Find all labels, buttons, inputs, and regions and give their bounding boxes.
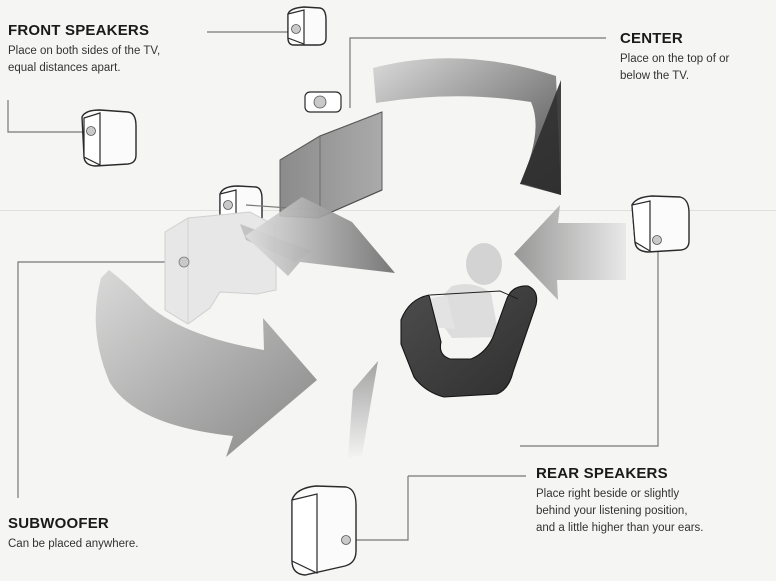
- rear-speaker-bottom: [291, 485, 357, 576]
- rear-speakers-desc-line-2: behind your listening position,: [536, 505, 688, 517]
- center-description: Place on the top of or below the TV.: [620, 51, 775, 85]
- center-title: CENTER: [620, 30, 683, 47]
- subwoofer-line: [17, 261, 184, 498]
- center-label: CENTER Place on the top of or below the …: [620, 30, 775, 85]
- rear-arrow: [514, 205, 626, 300]
- armchair: [400, 285, 538, 398]
- front-speakers-description: Place on both sides of the TV, equal dis…: [8, 43, 233, 77]
- front-arrow: [245, 197, 395, 276]
- front-speaker-left-line: [7, 100, 84, 133]
- front-speaker-top: [287, 6, 327, 46]
- front-speakers-label: FRONT SPEAKERS Place on both sides of th…: [8, 22, 233, 77]
- subwoofer-icon: [178, 256, 190, 268]
- rear-up-arrow: [348, 361, 378, 458]
- center-speaker-icon: [313, 95, 327, 109]
- center-line: [349, 37, 606, 108]
- subwoofer-box: [164, 211, 277, 325]
- subwoofer-description: Can be placed anywhere.: [8, 538, 139, 550]
- sound-arrows: [95, 58, 626, 458]
- front-speaker-left: [81, 109, 137, 167]
- rear-speakers-description: Place right beside or slightly behind yo…: [536, 486, 771, 537]
- center-desc-line-1: Place on the top of or: [620, 53, 730, 65]
- rear-speakers-title: REAR SPEAKERS: [536, 465, 668, 482]
- listener-group: [400, 243, 538, 398]
- subwoofer-label: SUBWOOFER Can be placed anywhere.: [8, 515, 208, 553]
- listener-head: [466, 243, 502, 285]
- center-desc-line-2: below the TV.: [620, 70, 690, 82]
- rear-speaker-line-link: [350, 476, 409, 541]
- front-speakers-desc-line-2: equal distances apart.: [8, 62, 121, 74]
- rear-speaker-line-top: [520, 240, 659, 447]
- front-speakers-desc-line-1: Place on both sides of the TV,: [8, 45, 161, 57]
- front-speakers-title: FRONT SPEAKERS: [8, 22, 150, 39]
- tv-group: [279, 91, 383, 219]
- leader-lines: [7, 31, 659, 541]
- rear-speakers-desc-line-1: Place right beside or slightly: [536, 488, 680, 500]
- rear-speakers-label: REAR SPEAKERS Place right beside or slig…: [536, 465, 771, 537]
- center-wave-arrow: [373, 58, 561, 195]
- subwoofer-title: SUBWOOFER: [8, 515, 109, 532]
- rear-speaker-right: [631, 195, 690, 253]
- rear-speakers-desc-line-3: and a little higher than your ears.: [536, 522, 704, 534]
- subwoofer-wave-arrow: [95, 270, 318, 457]
